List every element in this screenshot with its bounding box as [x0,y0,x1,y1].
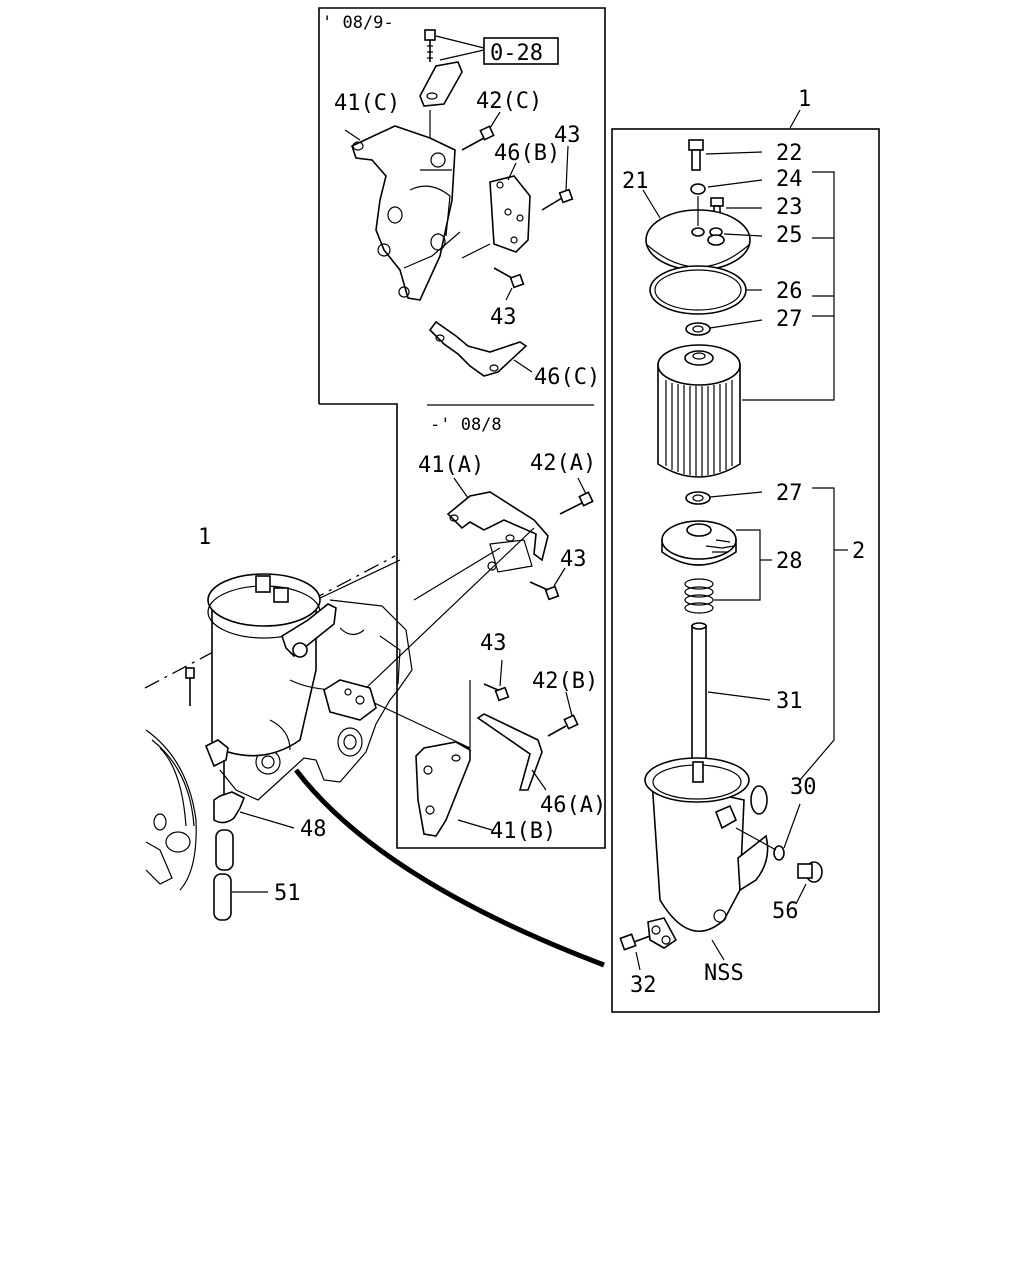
filter-exploded-parts [619,109,848,971]
filter-exploded-frame [611,128,880,1013]
bracket-inset-frame [318,7,606,849]
label-43-mid: 43 [490,305,517,330]
label-41c: 41(C) [334,91,400,116]
filter-assembly-installed [204,573,377,768]
label-43-top: 43 [554,123,581,148]
label-42b: 42(B) [532,669,598,694]
label-25: 25 [776,223,803,248]
label-41b: 41(B) [490,819,556,844]
label-1-left: 1 [198,525,211,550]
bracket-41c-assembly [344,29,574,377]
label-24: 24 [776,167,803,192]
label-28: 28 [776,549,803,574]
label-42c: 42(C) [476,89,542,114]
date-label-from: ' 08/9- [322,13,394,33]
label-26: 26 [776,279,803,304]
label-41a: 41(A) [418,453,484,478]
label-21: 21 [622,169,649,194]
label-42a: 42(A) [530,451,596,476]
label-56: 56 [772,899,799,924]
label-30: 30 [790,775,817,800]
label-2: 2 [852,539,865,564]
label-46a: 46(A) [540,793,606,818]
ref-box-label: 0-28 [490,41,543,66]
label-48: 48 [300,817,327,842]
label-43-b: 43 [480,631,507,656]
label-22: 22 [776,141,803,166]
ref-box [483,37,559,65]
label-46c: 46(C) [534,365,600,390]
engine-block-outline [144,555,413,891]
connector-curve [294,768,605,968]
date-label-to: -' 08/8 [430,415,502,435]
bracket-41a-assembly [446,477,594,601]
label-51: 51 [274,881,301,906]
label-32: 32 [630,973,657,998]
bracket-41b-assembly [415,659,579,837]
label-46b: 46(B) [494,141,560,166]
label-31: 31 [776,689,803,714]
hose-parts [213,760,295,921]
label-27-bottom: 27 [776,481,803,506]
label-1-right: 1 [798,87,811,112]
label-23: 23 [776,195,803,220]
label-27-top: 27 [776,307,803,332]
label-43-a: 43 [560,547,587,572]
label-nss: NSS [704,961,744,986]
